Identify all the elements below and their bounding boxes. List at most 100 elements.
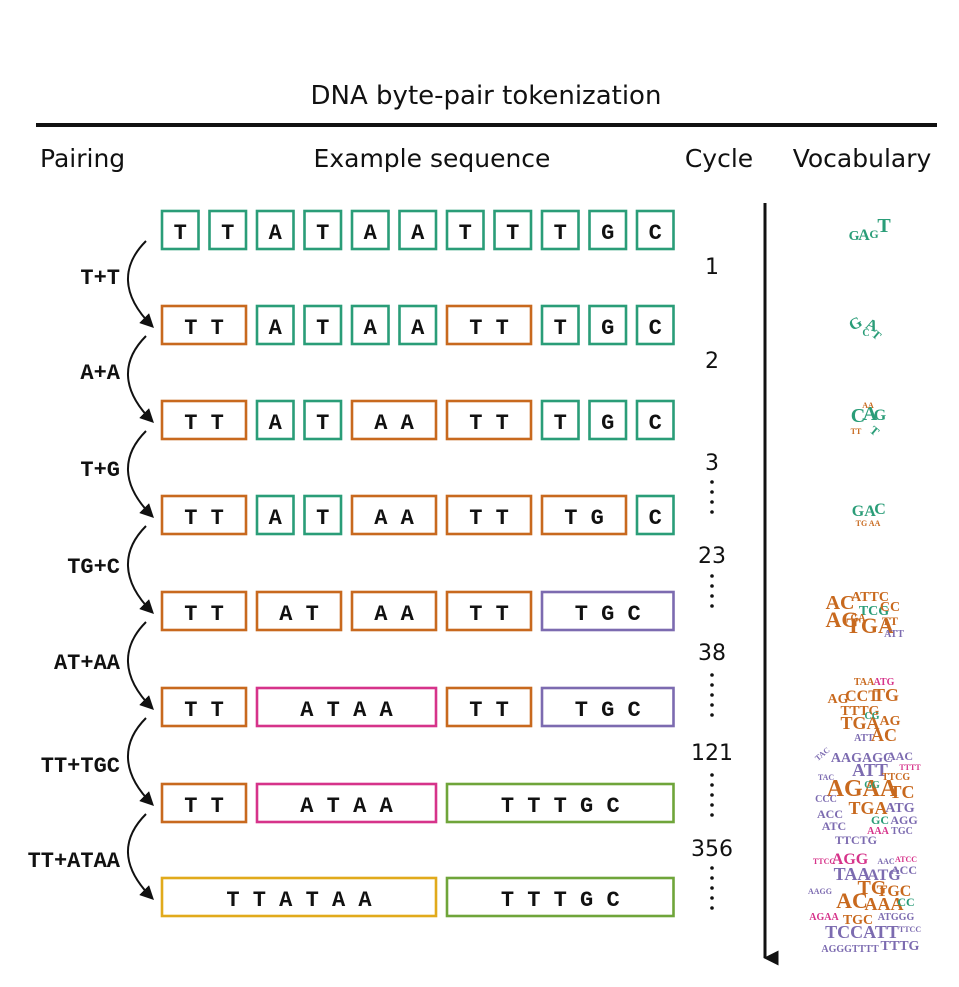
cycle-dot: [710, 803, 714, 807]
vocab-letter: ATGGG: [878, 912, 915, 923]
token-border: [445, 686, 533, 728]
vocab-letter: AC: [871, 725, 897, 745]
vocab-letter: TTTG: [881, 939, 920, 954]
vocab-letter: TGC: [877, 883, 912, 900]
token-box: T T: [160, 399, 248, 441]
token-box: T: [303, 494, 343, 536]
token-label: T G: [564, 506, 604, 531]
vocab-letter: TAA: [834, 864, 871, 884]
vocab-letter: A: [864, 503, 876, 520]
vocab-letter: TTTT: [899, 763, 921, 772]
token-label: T T: [184, 602, 224, 627]
token-border: [635, 399, 675, 441]
vocab-letter: TG: [858, 877, 887, 899]
cycle-dot: [710, 604, 714, 608]
vocab-letter: AAGG: [808, 887, 832, 896]
pairing-arrow: [127, 813, 154, 900]
token-box: A T: [255, 590, 343, 632]
cycle-number: 121: [691, 741, 733, 766]
vocab-letter: TCG: [859, 604, 889, 619]
vocab-letter: AAA: [867, 826, 889, 837]
token-border: [540, 494, 628, 536]
pairing-arrow: [127, 621, 154, 710]
token-label: A: [269, 316, 283, 341]
token-box: T: [540, 304, 580, 346]
vocab-letter: AGG: [890, 813, 917, 827]
token-border: [350, 209, 390, 251]
token-box: A: [255, 494, 295, 536]
cycle-dot: [710, 594, 714, 598]
token-box: C: [635, 494, 675, 536]
token-border: [255, 304, 295, 346]
token-box: T: [493, 209, 533, 251]
token-border: [303, 304, 343, 346]
token-border: [445, 590, 533, 632]
cycle-number: 356: [691, 837, 733, 862]
token-label: T: [316, 411, 329, 436]
cycle-dot: [710, 906, 714, 910]
cycle-number: 3: [705, 451, 719, 476]
vocab-letter: T: [877, 215, 891, 237]
vocab-letter: TGC: [843, 913, 873, 928]
cycle-dot: [710, 673, 714, 677]
token-box: T: [540, 399, 580, 441]
pairing-label: AT+AA: [54, 651, 121, 676]
pairing-step: AT+AA: [54, 621, 154, 710]
token-label: T T: [184, 411, 224, 436]
token-label: T: [554, 411, 567, 436]
token-border: [160, 209, 200, 251]
token-box: G: [588, 209, 628, 251]
pairing-arrow: [127, 240, 154, 328]
vocab-letter: CG: [865, 711, 880, 722]
vocab-letter: TTCG: [882, 772, 911, 783]
cycle-dot: [710, 480, 714, 484]
token-border: [303, 209, 343, 251]
token-label: T T: [469, 411, 509, 436]
vocab-letter: AGG: [832, 851, 869, 868]
vocab-letter: AC: [836, 888, 868, 913]
vocab-letter: TT: [851, 427, 862, 436]
token-box: A: [255, 399, 295, 441]
token-box: T: [160, 209, 200, 251]
token-box: A A: [350, 590, 438, 632]
vocab-letter: A: [863, 403, 878, 425]
token-border: [398, 209, 438, 251]
vocab-letter: ACC: [891, 863, 917, 877]
token-border: [540, 399, 580, 441]
cycle-dot: [710, 773, 714, 777]
vocab-letter: TAC: [813, 745, 831, 763]
token-border: [540, 304, 580, 346]
cycle-dot: [710, 793, 714, 797]
vocab-letter: ATC: [822, 819, 846, 833]
pairing-step: T+T: [80, 240, 154, 328]
vocab-letter: TGA: [840, 713, 879, 733]
token-label: T T: [469, 506, 509, 531]
token-border: [445, 304, 533, 346]
token-border: [635, 304, 675, 346]
token-border: [160, 304, 248, 346]
vocab-letter: TGA: [846, 613, 894, 638]
vocab-letter: ATTC: [851, 590, 889, 605]
token-label: T: [221, 221, 234, 246]
header-cycle: Cycle: [685, 144, 753, 173]
token-border: [588, 209, 628, 251]
cycle-dot: [710, 500, 714, 504]
vocab-letter: G: [869, 227, 878, 241]
token-label: A A: [374, 506, 414, 531]
vocab-letter: ACC: [817, 807, 843, 821]
token-label: T: [459, 221, 472, 246]
token-box: T T T G C: [445, 876, 675, 918]
token-border: [255, 209, 295, 251]
vocab-letter: TCCATT: [825, 922, 899, 942]
vocab-letter: GG: [864, 780, 880, 791]
token-border: [350, 494, 438, 536]
token-label: G: [601, 316, 614, 341]
vocab-letter: C: [851, 405, 865, 427]
pairing-arrow: [127, 717, 154, 806]
vocab-letter: TTTG: [841, 704, 880, 719]
token-box: T G C: [540, 686, 675, 728]
